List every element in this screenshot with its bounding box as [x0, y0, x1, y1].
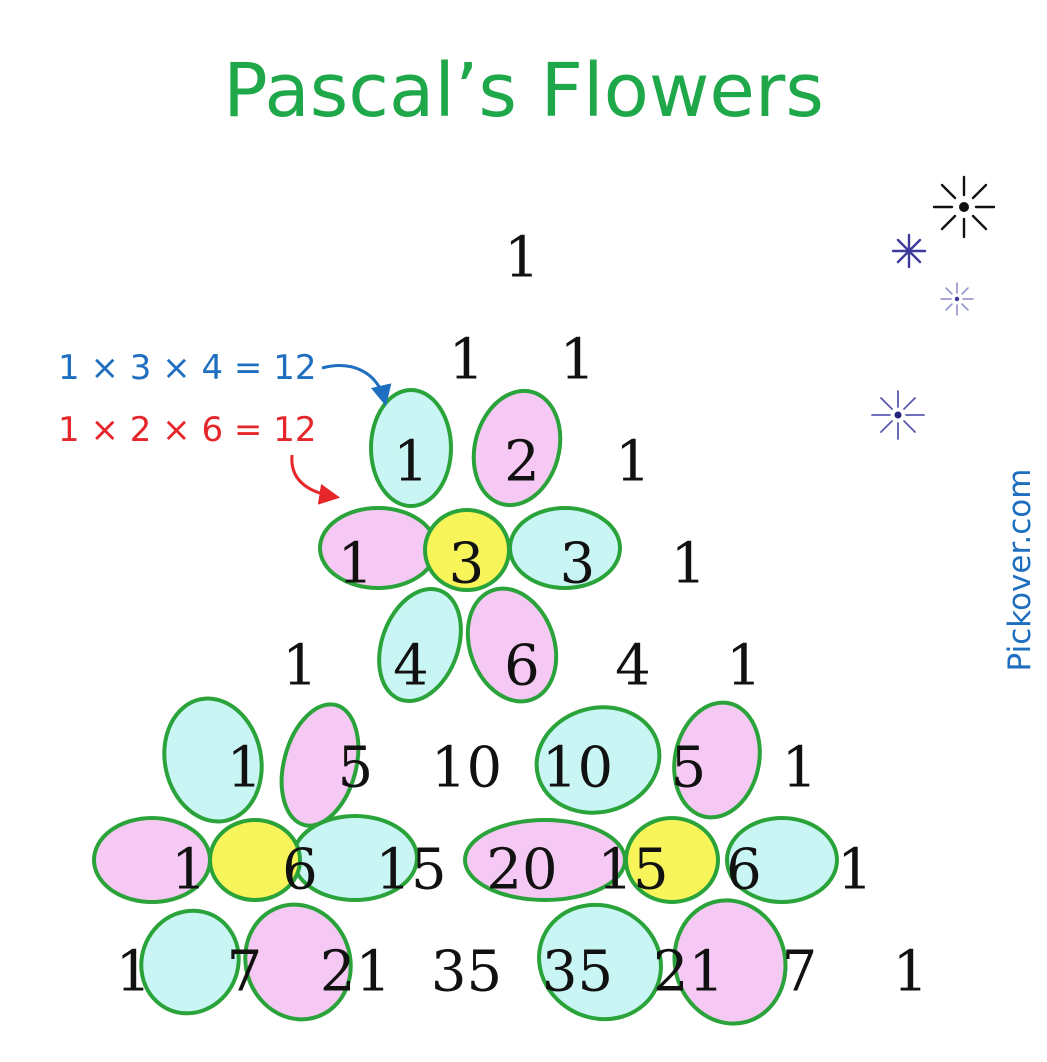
red-equation: 1 × 2 × 6 = 12	[58, 410, 317, 450]
petal	[465, 586, 559, 704]
blue-arrow	[321, 364, 392, 407]
triangle-number: 35	[542, 940, 613, 1005]
page-title: Pascal’s Flowers	[223, 48, 824, 134]
triangle-number: 21	[320, 940, 391, 1005]
triangle-number: 1	[615, 430, 651, 495]
triangle-number: 1	[560, 328, 596, 393]
triangle-number: 1	[893, 940, 929, 1005]
triangle-number: 1	[726, 634, 762, 699]
petal	[672, 898, 788, 1026]
triangle-number: 1	[837, 838, 873, 903]
triangle-number: 3	[449, 532, 485, 597]
petal	[471, 388, 563, 508]
triangle-number: 6	[504, 634, 540, 699]
triangle-number: 1	[671, 532, 707, 597]
triangle-number: 35	[431, 940, 502, 1005]
asterisk-icon	[891, 233, 927, 269]
blue-equation: 1 × 3 × 4 = 12	[58, 348, 317, 388]
triangle-number: 1	[282, 634, 318, 699]
petal	[279, 702, 361, 828]
petal	[725, 816, 839, 904]
triangle-number: 4	[393, 634, 429, 699]
petal	[369, 388, 453, 508]
triangle-number: 15	[597, 838, 668, 903]
triangle-number: 2	[504, 430, 540, 495]
flower-center-3	[318, 388, 622, 704]
triangle-number: 6	[726, 838, 762, 903]
triangle-number: 1	[116, 940, 152, 1005]
triangle-number: 6	[282, 838, 318, 903]
triangle-number: 7	[227, 940, 263, 1005]
flower-center-6	[92, 696, 419, 1022]
flower-core	[423, 508, 511, 592]
triangle-number: 21	[653, 940, 724, 1005]
petal	[139, 908, 241, 1016]
petal	[243, 902, 353, 1022]
petal	[534, 705, 662, 815]
triangle-number: 3	[560, 532, 596, 597]
triangle-number: 20	[486, 838, 557, 903]
sparkle-icon	[871, 390, 925, 440]
triangle-number: 7	[782, 940, 818, 1005]
triangle-number: 1	[782, 736, 818, 801]
triangle-number: 10	[542, 736, 613, 801]
triangle-number: 10	[431, 736, 502, 801]
credit-watermark: Pickover.com	[1002, 468, 1038, 672]
red-arrow	[290, 454, 341, 505]
triangle-number: 1	[504, 226, 540, 291]
petal	[672, 700, 762, 820]
petal	[377, 586, 463, 704]
triangle-number: 1	[338, 532, 374, 597]
triangle-number: 5	[338, 736, 374, 801]
triangle-number: 15	[375, 838, 446, 903]
triangle-number: 5	[671, 736, 707, 801]
sparkle-icon	[940, 282, 974, 316]
triangle-number: 1	[449, 328, 485, 393]
sparkle-icon	[932, 175, 996, 239]
triangle-number: 1	[171, 838, 207, 903]
triangle-number: 1	[393, 430, 429, 495]
flower-core	[208, 818, 302, 902]
flower-center-15	[463, 700, 839, 1026]
triangle-number: 1	[227, 736, 263, 801]
flower-core	[624, 816, 720, 904]
triangle-number: 4	[615, 634, 651, 699]
petal	[162, 696, 264, 824]
petal	[537, 902, 663, 1022]
